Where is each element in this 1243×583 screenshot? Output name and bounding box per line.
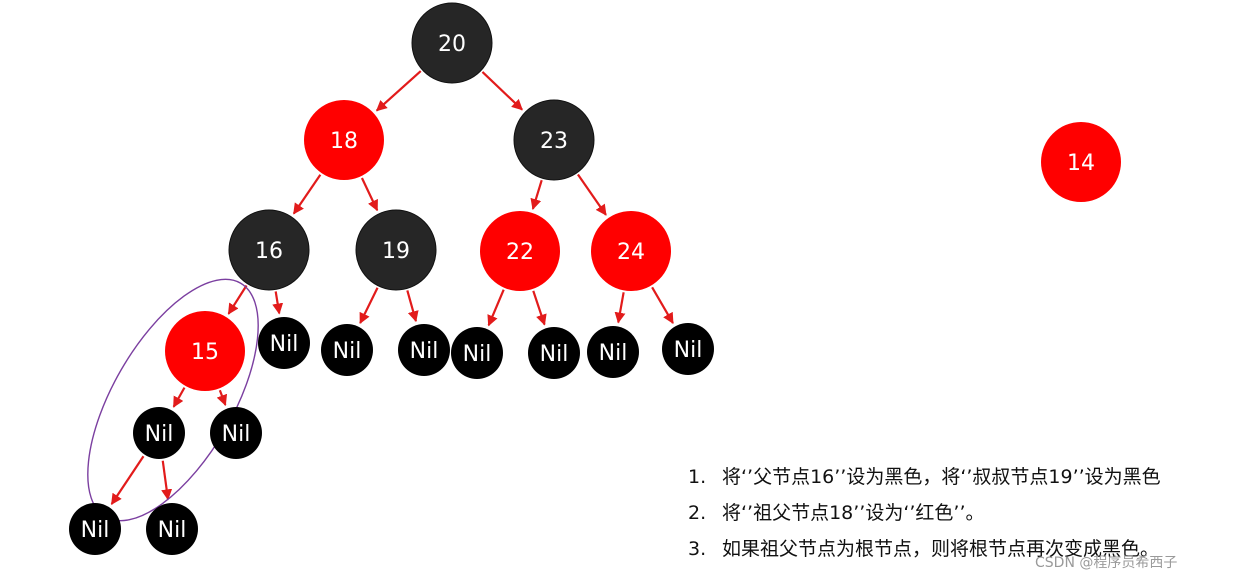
edge-arrow-n19-nil19r (406, 290, 419, 323)
edge-arrow-n22-nil22l (487, 289, 505, 327)
tree-node-nil15r: Nil (210, 407, 262, 459)
edge-arrow-n23-n22 (530, 179, 543, 210)
step-text: 将‘’父节点16’’设为黑色，将‘’叔叔节点19’’设为黑色 (722, 466, 1161, 488)
tree-node-nil16r: Nil (258, 317, 310, 369)
node-label: Nil (333, 339, 362, 364)
node-circle (662, 323, 714, 375)
tree-node-n15: 15 (165, 311, 245, 391)
tree-node-nilA: Nil (69, 503, 121, 555)
tree-node-nil22l: Nil (451, 327, 503, 379)
tree-node-n16: 16 (228, 209, 310, 291)
node-circle (591, 211, 671, 291)
step-text: 将‘’祖父节点18’’设为‘’红色’’。 (722, 502, 985, 524)
node-circle (146, 503, 198, 555)
edge-arrow-n15-nil15r (216, 389, 228, 406)
step-number: 1. (688, 466, 707, 488)
node-label: 18 (330, 129, 358, 154)
tree-node-nilB: Nil (146, 503, 198, 555)
node-label: Nil (81, 518, 110, 543)
node-label: Nil (410, 339, 439, 364)
node-circle (165, 311, 245, 391)
edge-arrow-nil15l-nilB (161, 460, 173, 501)
tree-node-nil24r: Nil (662, 323, 714, 375)
tree-node-n24: 24 (591, 211, 671, 291)
node-label: Nil (463, 342, 492, 367)
step-item-2: 2. 将‘’祖父节点18’’设为‘’红色’’。 (688, 498, 1161, 534)
node-label: Nil (145, 422, 174, 447)
node-circle (451, 327, 503, 379)
tree-node-n23: 23 (513, 99, 595, 181)
step-item-3: 3. 如果祖父节点为根节点，则将根节点再次变成黑色。 (688, 534, 1161, 570)
node-circle (587, 326, 639, 378)
highlight-ellipse (87, 278, 259, 522)
edge-arrow-n15-nil15l (172, 387, 186, 408)
tree-node-n22: 22 (480, 211, 560, 291)
node-circle (210, 407, 262, 459)
edge-arrow-n16-nil16r (272, 291, 284, 315)
edge-arrow-n19-nil19l (359, 287, 379, 325)
edge-arrow-n16-n15 (227, 284, 248, 315)
node-circle (355, 209, 437, 291)
watermark: CSDN @程序员希西子 (1035, 555, 1178, 571)
node-circle (513, 99, 595, 181)
tree-node-n19: 19 (355, 209, 437, 291)
node-circle (304, 100, 384, 180)
node-circle (228, 209, 310, 291)
tree-node-nil19r: Nil (398, 324, 450, 376)
node-label: 19 (382, 239, 410, 264)
node-label: Nil (222, 422, 251, 447)
node-label: Nil (674, 338, 703, 363)
tree-node-nil22r: Nil (528, 327, 580, 379)
node-label: 24 (617, 240, 645, 265)
node-label: Nil (540, 342, 569, 367)
node-circle (258, 317, 310, 369)
node-label: Nil (599, 341, 628, 366)
step-list: 1. 将‘’父节点16’’设为黑色，将‘’叔叔节点19’’设为黑色 2. 将‘’祖父… (688, 462, 1161, 570)
node-circle (411, 2, 493, 84)
node-label: 23 (540, 129, 568, 154)
tree-node-n14: 14 (1041, 122, 1121, 202)
tree-node-nil15l: Nil (133, 407, 185, 459)
node-label: Nil (158, 518, 187, 543)
node-label: 14 (1067, 151, 1095, 176)
step-item-1: 1. 将‘’父节点16’’设为黑色，将‘’叔叔节点19’’设为黑色 (688, 462, 1161, 498)
edge-arrow-n18-n16 (292, 174, 322, 215)
step-number: 3. (688, 538, 707, 560)
node-label: 22 (506, 240, 534, 265)
node-label: 20 (438, 32, 466, 57)
node-circle (1041, 122, 1121, 202)
edge-arrow-n24-nil24r (651, 286, 674, 325)
edge-arrow-n20-n23 (481, 71, 523, 111)
edge-arrow-n22-nil22r (532, 290, 547, 326)
tree-node-n20: 20 (411, 2, 493, 84)
node-circle (480, 211, 560, 291)
tree-node-nil19l: Nil (321, 324, 373, 376)
node-circle (321, 324, 373, 376)
edge-arrow-n18-n19 (360, 177, 379, 212)
node-label: Nil (270, 332, 299, 357)
node-label: 15 (191, 340, 219, 365)
node-label: 16 (255, 239, 283, 264)
node-circle (528, 327, 580, 379)
edges-layer (110, 70, 674, 505)
edge-arrow-n20-n18 (375, 70, 422, 112)
tree-node-nil24l: Nil (587, 326, 639, 378)
node-circle (398, 324, 450, 376)
step-text: 如果祖父节点为根节点，则将根节点再次变成黑色。 (722, 538, 1160, 560)
node-circle (133, 407, 185, 459)
tree-node-n18: 18 (304, 100, 384, 180)
step-number: 2. (688, 502, 707, 524)
node-circle (69, 503, 121, 555)
edge-arrow-nil15l-nilA (110, 455, 145, 505)
edge-arrow-n24-nil24l (614, 292, 626, 324)
edge-arrow-n23-n24 (577, 173, 607, 216)
